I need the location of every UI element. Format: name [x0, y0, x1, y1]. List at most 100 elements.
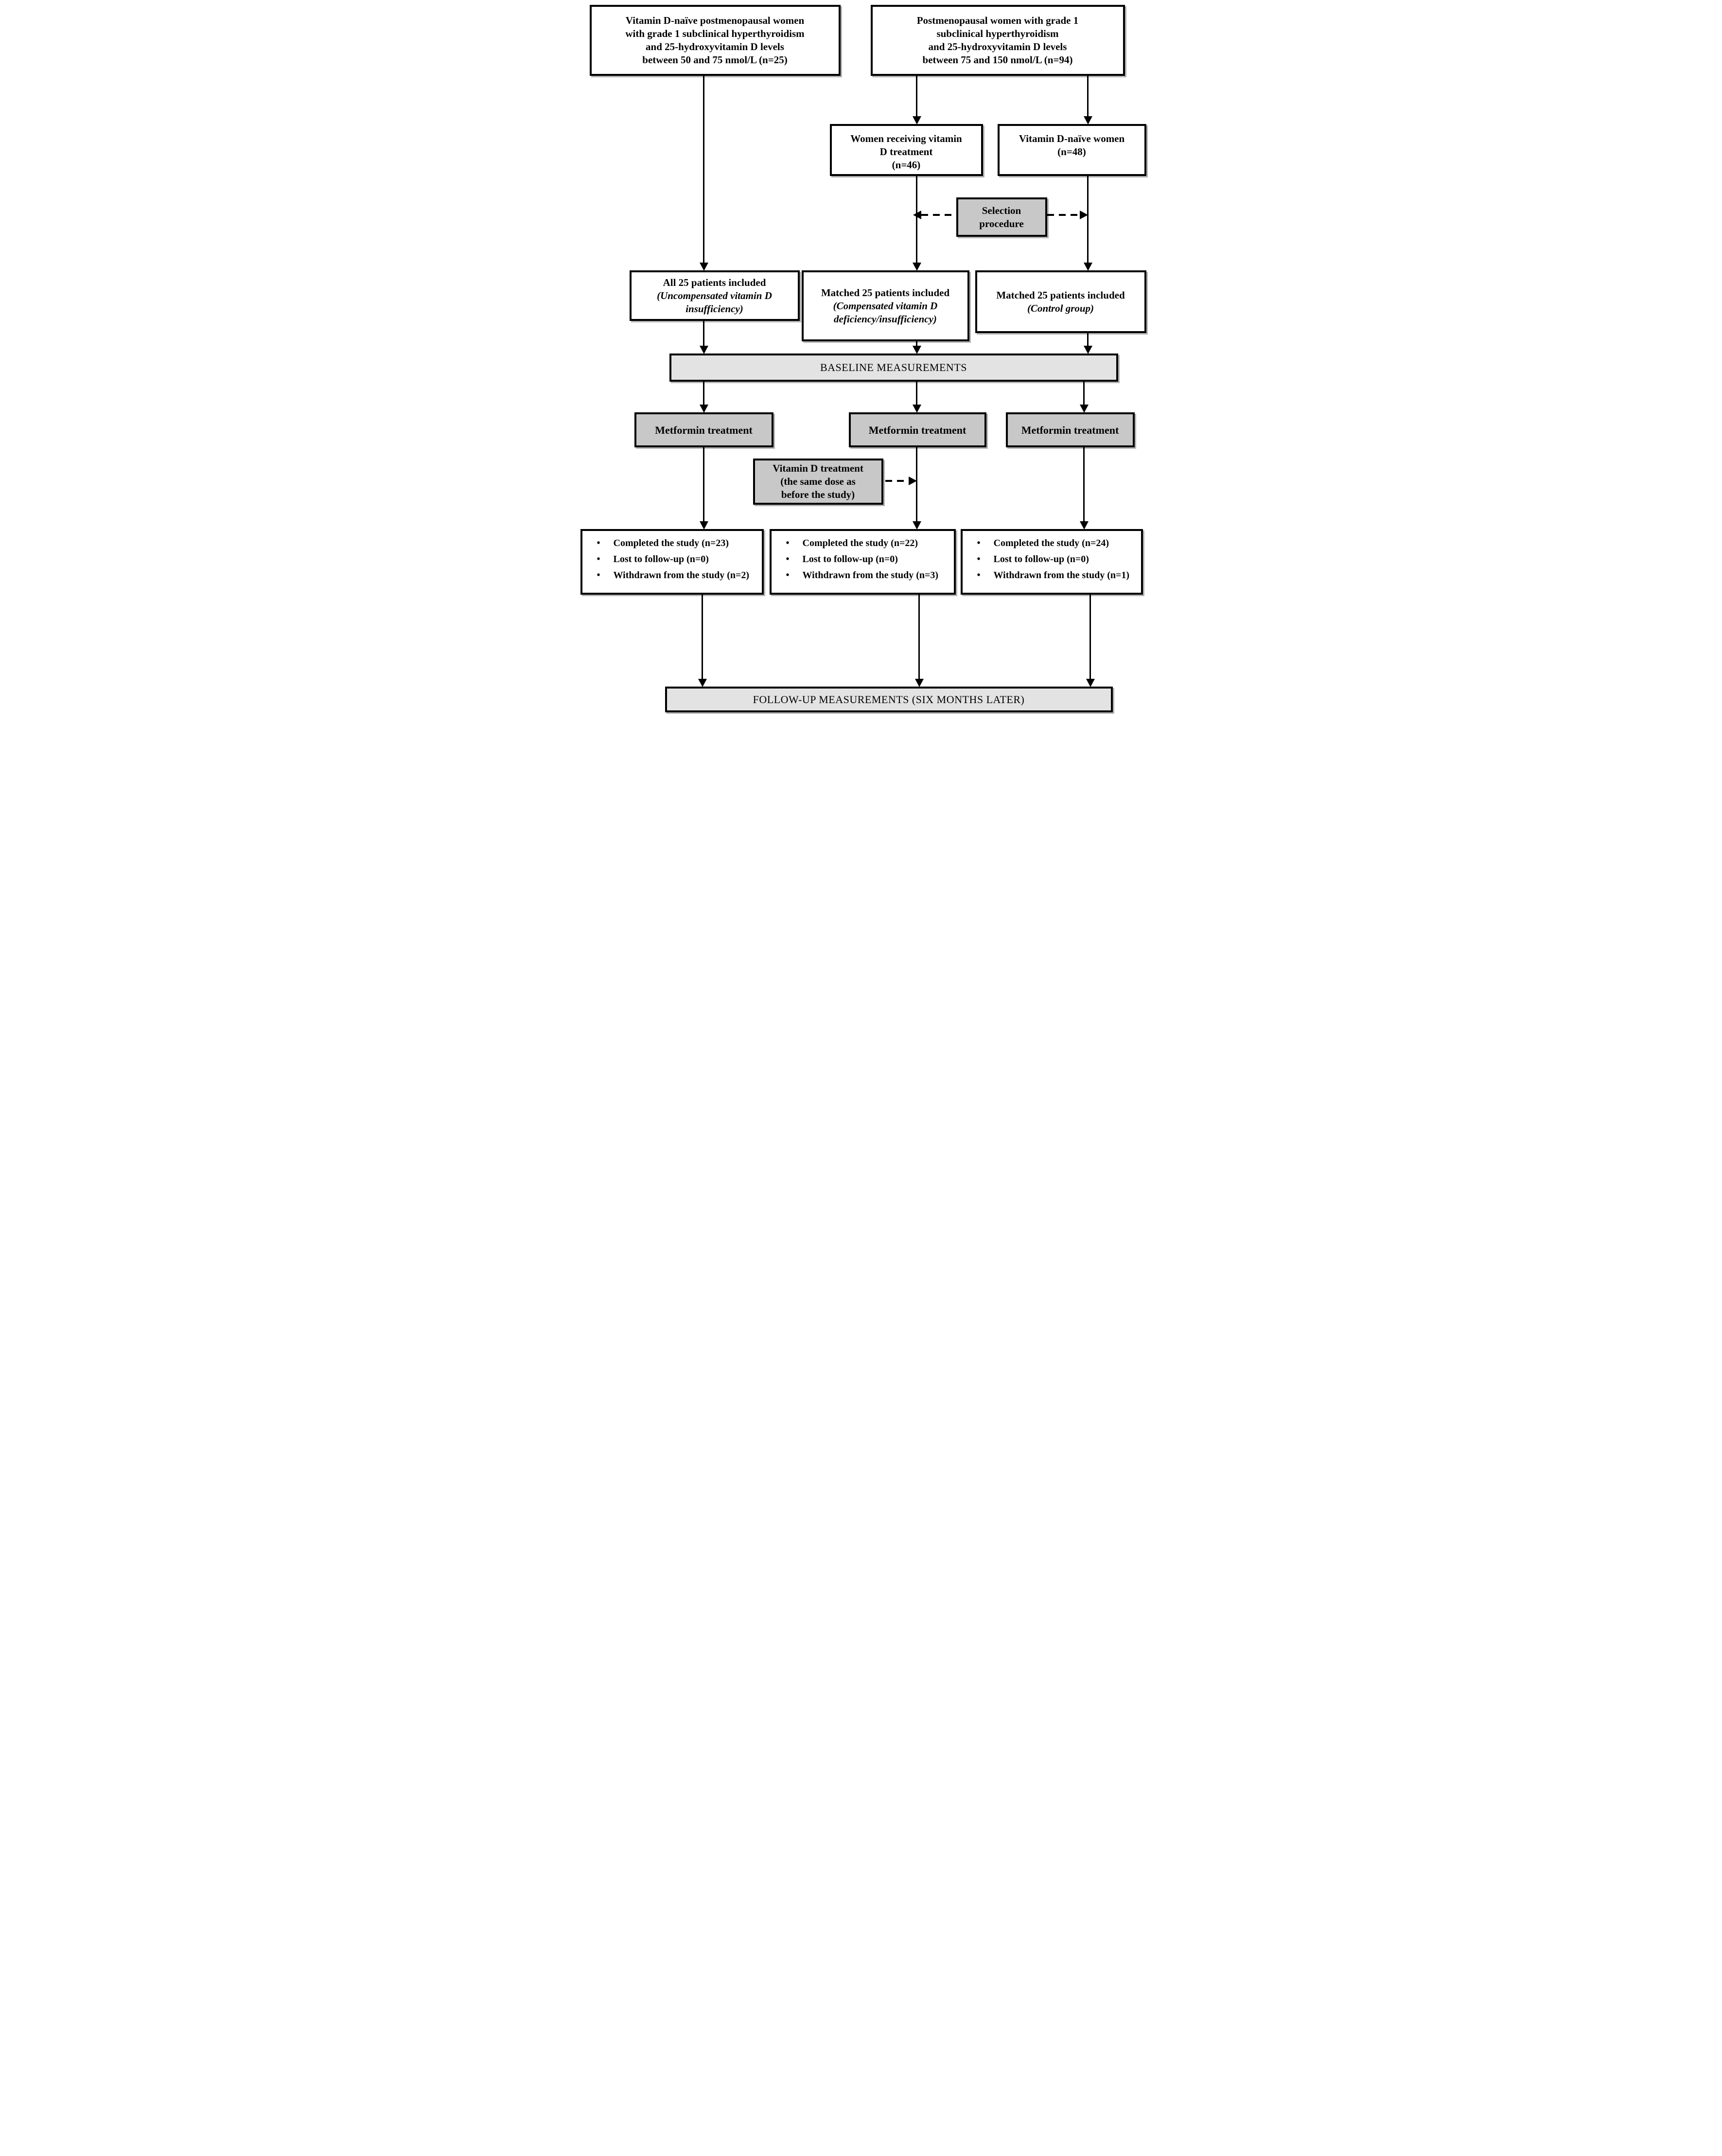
- box-text-line: D treatment: [879, 146, 933, 158]
- bullet-dot-icon: •: [597, 570, 600, 581]
- box-text-line: between 75 and 150 nmol/L (n=94): [922, 54, 1073, 66]
- box-text-line: with grade 1 subclinical hyperthyroidism: [625, 28, 805, 39]
- bullet-dot-icon: •: [597, 554, 600, 565]
- outcome-box-2: • Completed the study (n=22) • Lost to f…: [769, 529, 956, 595]
- included-box-compensated: Matched 25 patients included (Compensate…: [801, 270, 969, 341]
- flow-line: [918, 595, 920, 679]
- box-text-line: and 25-hydroxyvitamin D levels: [928, 41, 1067, 53]
- followup-banner: FOLLOW-UP MEASUREMENTS (SIX MONTHS LATER…: [665, 687, 1113, 712]
- bullet-dot-icon: •: [786, 570, 790, 581]
- arrowhead-down-icon: [912, 521, 921, 530]
- list-item: • Lost to follow-up (n=0): [594, 553, 757, 566]
- outcome-text: Lost to follow-up (n=0): [613, 554, 709, 565]
- arrowhead-down-icon: [1079, 405, 1089, 413]
- box-text-line: between 50 and 75 nmol/L (n=25): [642, 54, 788, 66]
- flow-line: [703, 76, 704, 263]
- box-text-line: insufficiency): [685, 302, 743, 315]
- bullet-dot-icon: •: [977, 570, 981, 581]
- subgroup-box-naive: Vitamin D-naïve women (n=48): [997, 124, 1146, 176]
- box-text-line: (the same dose as: [780, 476, 856, 487]
- eligibility-box-treated: Postmenopausal women with grade 1 subcli…: [870, 5, 1125, 76]
- outcome-text: Completed the study (n=22): [802, 538, 918, 548]
- list-item: • Withdrawn from the study (n=3): [783, 569, 949, 582]
- arrowhead-down-icon: [699, 346, 708, 354]
- flow-line: [1087, 176, 1089, 263]
- flow-line: [916, 447, 917, 521]
- arrowhead-down-icon: [912, 346, 921, 354]
- box-text-line: Vitamin D-naïve postmenopausal women: [625, 15, 805, 26]
- dashed-connector: [885, 480, 909, 482]
- outcome-text: Withdrawn from the study (n=2): [613, 570, 750, 581]
- flow-line: [1089, 595, 1091, 679]
- box-text-line: (Uncompensated vitamin D: [657, 289, 772, 301]
- box-text-line: Women receiving vitamin: [850, 133, 962, 144]
- banner-text: BASELINE MEASUREMENTS: [820, 361, 967, 373]
- outcome-text: Lost to follow-up (n=0): [993, 554, 1089, 565]
- flowchart: Vitamin D-naïve postmenopausal women wit…: [574, 0, 1148, 719]
- box-text-line: Matched 25 patients included: [821, 286, 950, 299]
- box-text-line: (Control group): [1027, 302, 1094, 314]
- list-item: • Completed the study (n=22): [783, 537, 949, 550]
- box-text-line: (Compensated vitamin D: [833, 300, 938, 312]
- box-text-line: Selection: [982, 204, 1021, 216]
- arrowhead-down-icon: [698, 679, 707, 687]
- arrowhead-right-icon: [1079, 211, 1088, 219]
- box-text-line: Metformin treatment: [655, 424, 753, 436]
- banner-text: FOLLOW-UP MEASUREMENTS (SIX MONTHS LATER…: [753, 693, 1025, 706]
- outcome-text: Completed the study (n=24): [993, 538, 1109, 548]
- box-text-line: Metformin treatment: [868, 424, 966, 436]
- arrowhead-down-icon: [699, 263, 708, 271]
- bullet-dot-icon: •: [977, 554, 981, 565]
- box-text-line: All 25 patients included: [663, 276, 766, 288]
- arrowhead-down-icon: [912, 116, 921, 124]
- list-item: • Lost to follow-up (n=0): [783, 553, 949, 566]
- box-text-line: Postmenopausal women with grade 1: [916, 15, 1079, 26]
- metformin-box-1: Metformin treatment: [634, 412, 773, 447]
- arrowhead-down-icon: [912, 263, 921, 271]
- box-text-line: before the study): [781, 489, 855, 500]
- flow-line: [1087, 333, 1089, 346]
- arrowhead-down-icon: [699, 521, 708, 530]
- outcome-box-3: • Completed the study (n=24) • Lost to f…: [960, 529, 1143, 595]
- box-text-line: and 25-hydroxyvitamin D levels: [646, 41, 784, 53]
- list-item: • Withdrawn from the study (n=1): [974, 569, 1136, 582]
- list-item: • Lost to follow-up (n=0): [974, 553, 1136, 566]
- list-item: • Completed the study (n=23): [594, 537, 757, 550]
- included-box-uncompensated: All 25 patients included (Uncompensated …: [629, 270, 800, 321]
- flow-line: [703, 321, 704, 346]
- subgroup-box-receiving: Women receiving vitamin D treatment (n=4…: [829, 124, 983, 176]
- outcome-list: • Completed the study (n=22) • Lost to f…: [772, 531, 954, 585]
- flow-line: [702, 595, 703, 679]
- vitamin-d-treatment-box: Vitamin D treatment (the same dose as be…: [753, 459, 883, 505]
- box-text-line: Metformin treatment: [1021, 424, 1119, 436]
- arrowhead-down-icon: [914, 679, 924, 687]
- bullet-dot-icon: •: [786, 538, 790, 548]
- box-text-line: Vitamin D-naïve women: [1019, 133, 1125, 144]
- metformin-box-3: Metformin treatment: [1005, 412, 1135, 447]
- metformin-box-2: Metformin treatment: [848, 412, 986, 447]
- bullet-dot-icon: •: [597, 538, 600, 548]
- arrowhead-down-icon: [912, 405, 921, 413]
- flow-line: [916, 382, 917, 405]
- flow-line: [703, 382, 704, 405]
- arrowhead-down-icon: [1083, 263, 1092, 271]
- outcome-text: Completed the study (n=23): [613, 538, 729, 548]
- box-text-line: procedure: [979, 217, 1024, 230]
- flow-line: [916, 341, 917, 346]
- arrowhead-down-icon: [699, 405, 708, 413]
- dashed-connector: [1047, 214, 1080, 216]
- box-text-line: (n=46): [892, 159, 921, 171]
- box-text-line: Vitamin D treatment: [773, 462, 863, 474]
- outcome-text: Lost to follow-up (n=0): [802, 554, 898, 565]
- baseline-banner: BASELINE MEASUREMENTS: [669, 353, 1118, 382]
- bullet-dot-icon: •: [977, 538, 981, 548]
- outcome-text: Withdrawn from the study (n=3): [802, 570, 939, 581]
- box-text-line: subclinical hyperthyroidism: [936, 28, 1059, 39]
- flow-line: [1083, 447, 1085, 521]
- flow-line: [1087, 76, 1089, 116]
- bullet-dot-icon: •: [786, 554, 790, 565]
- arrowhead-left-icon: [913, 211, 921, 219]
- arrowhead-down-icon: [1083, 116, 1092, 124]
- arrowhead-down-icon: [1079, 521, 1089, 530]
- box-text-line: deficiency/insufficiency): [834, 313, 937, 325]
